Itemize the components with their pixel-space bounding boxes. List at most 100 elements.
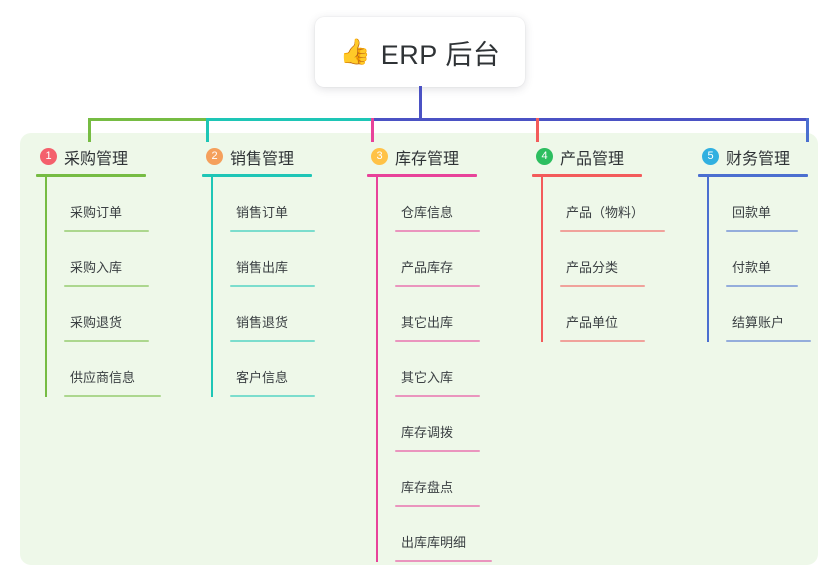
- branch-column-2: 2 销售管理销售订单销售出库销售退货客户信息: [202, 145, 315, 397]
- drop-sales: [206, 118, 209, 142]
- branch-item-label: 其它出库: [401, 315, 454, 330]
- branch-item[interactable]: 其它出库: [395, 287, 480, 342]
- branch-items: 仓库信息产品库存其它出库其它入库库存调拨库存盘点出库库明细: [376, 177, 492, 562]
- branch-items: 销售订单销售出库销售退货客户信息: [211, 177, 315, 397]
- branch-number-badge: 5: [702, 148, 719, 165]
- branch-number-badge: 2: [206, 148, 223, 165]
- segment-inventory-to-finance: [371, 118, 808, 121]
- branch-header-rule: [36, 174, 146, 177]
- branch-header-3[interactable]: 3 库存管理: [367, 145, 477, 168]
- branch-item[interactable]: 产品（物料）: [560, 177, 665, 232]
- branch-item-label: 产品库存: [401, 260, 454, 275]
- branches-panel: [20, 133, 818, 565]
- branch-item-label: 采购入库: [70, 260, 123, 275]
- root-node-content: 👍 ERP 后台: [340, 33, 501, 72]
- branch-item-label: 销售订单: [236, 205, 289, 220]
- branch-item-rule: [395, 450, 480, 452]
- branch-item-rule: [230, 285, 315, 287]
- branch-item[interactable]: 回款单: [726, 177, 808, 232]
- branch-spine: [707, 177, 709, 342]
- branch-item[interactable]: 采购入库: [64, 232, 149, 287]
- branch-item-rule: [395, 560, 492, 562]
- branch-item[interactable]: 产品库存: [395, 232, 480, 287]
- branch-items: 回款单付款单结算账户: [707, 177, 811, 342]
- branch-item-label: 库存盘点: [401, 480, 454, 495]
- branch-item[interactable]: 结算账户: [726, 287, 811, 342]
- branch-item-rule: [64, 285, 149, 287]
- branch-item-label: 出库库明细: [401, 535, 467, 550]
- branch-item-rule: [560, 340, 645, 342]
- branch-item-rule: [726, 340, 811, 342]
- branch-item[interactable]: 供应商信息: [64, 342, 161, 397]
- branch-item[interactable]: 其它入库: [395, 342, 480, 397]
- branch-column-1: 1 采购管理采购订单采购入库采购退货供应商信息: [36, 145, 161, 397]
- branch-item[interactable]: 客户信息: [230, 342, 315, 397]
- branch-title: 库存管理: [395, 150, 460, 168]
- branch-item[interactable]: 采购订单: [64, 177, 149, 232]
- branch-item-rule: [726, 230, 798, 232]
- branch-item-label: 采购退货: [70, 315, 123, 330]
- branch-item-rule: [395, 395, 480, 397]
- branch-item-label: 销售出库: [236, 260, 289, 275]
- branch-item-label: 回款单: [732, 205, 772, 220]
- branch-item-label: 付款单: [732, 260, 772, 275]
- branch-header-rule: [532, 174, 642, 177]
- branch-item[interactable]: 销售出库: [230, 232, 315, 287]
- branch-items: 产品（物料） 产品分类产品单位: [541, 177, 665, 342]
- branch-item-rule: [64, 230, 149, 232]
- branch-header-rule: [367, 174, 477, 177]
- drop-purchase: [88, 118, 91, 142]
- branch-item-rule: [560, 230, 665, 232]
- drop-product: [536, 118, 539, 142]
- branch-item[interactable]: 付款单: [726, 232, 808, 287]
- branch-items: 采购订单采购入库采购退货供应商信息: [45, 177, 161, 397]
- branch-header-2[interactable]: 2 销售管理: [202, 145, 312, 168]
- drop-inventory: [371, 118, 374, 142]
- branch-item[interactable]: 产品分类: [560, 232, 645, 287]
- branch-item-label: 销售退货: [236, 315, 289, 330]
- branch-item-label: 产品分类: [566, 260, 619, 275]
- branch-spine: [45, 177, 47, 397]
- branch-item[interactable]: 库存调拨: [395, 397, 480, 452]
- branch-item-rule: [64, 395, 161, 397]
- branch-title: 采购管理: [64, 150, 129, 168]
- branch-item[interactable]: 销售订单: [230, 177, 315, 232]
- root-node-card[interactable]: 👍 ERP 后台: [315, 17, 525, 87]
- branch-header-1[interactable]: 1 采购管理: [36, 145, 146, 168]
- branch-item-rule: [726, 285, 798, 287]
- branch-item[interactable]: 仓库信息: [395, 177, 480, 232]
- branch-column-5: 5 财务管理回款单付款单结算账户: [698, 145, 811, 342]
- branch-item-rule: [395, 505, 480, 507]
- branch-item[interactable]: 产品单位: [560, 287, 645, 342]
- branch-item[interactable]: 采购退货: [64, 287, 149, 342]
- branch-item-label: 仓库信息: [401, 205, 454, 220]
- branch-spine: [211, 177, 213, 397]
- branch-item-rule: [395, 285, 480, 287]
- branch-title: 财务管理: [726, 150, 791, 168]
- branch-number-badge: 3: [371, 148, 388, 165]
- branch-item-label: 其它入库: [401, 370, 454, 385]
- branch-item-label: 供应商信息: [70, 370, 136, 385]
- branch-item-rule: [560, 285, 645, 287]
- branch-header-rule: [698, 174, 808, 177]
- branch-spine: [376, 177, 378, 562]
- segment-sales-to-inventory: [206, 118, 371, 121]
- branch-header-5[interactable]: 5 财务管理: [698, 145, 808, 168]
- branch-item-label: 采购订单: [70, 205, 123, 220]
- branch-title: 销售管理: [230, 150, 295, 168]
- branch-item-rule: [395, 340, 480, 342]
- branch-item[interactable]: 销售退货: [230, 287, 315, 342]
- branch-number-badge: 1: [40, 148, 57, 165]
- branch-spine: [541, 177, 543, 342]
- branch-item-label: 库存调拨: [401, 425, 454, 440]
- thumbs-up-icon: 👍: [339, 37, 371, 66]
- segment-purchase-to-sales: [88, 118, 206, 121]
- branch-item-label: 产品（物料）: [566, 205, 645, 220]
- branch-item-label: 产品单位: [566, 315, 619, 330]
- branch-item[interactable]: 库存盘点: [395, 452, 480, 507]
- trunk-line: [419, 86, 422, 121]
- branch-item[interactable]: 出库库明细: [395, 507, 492, 562]
